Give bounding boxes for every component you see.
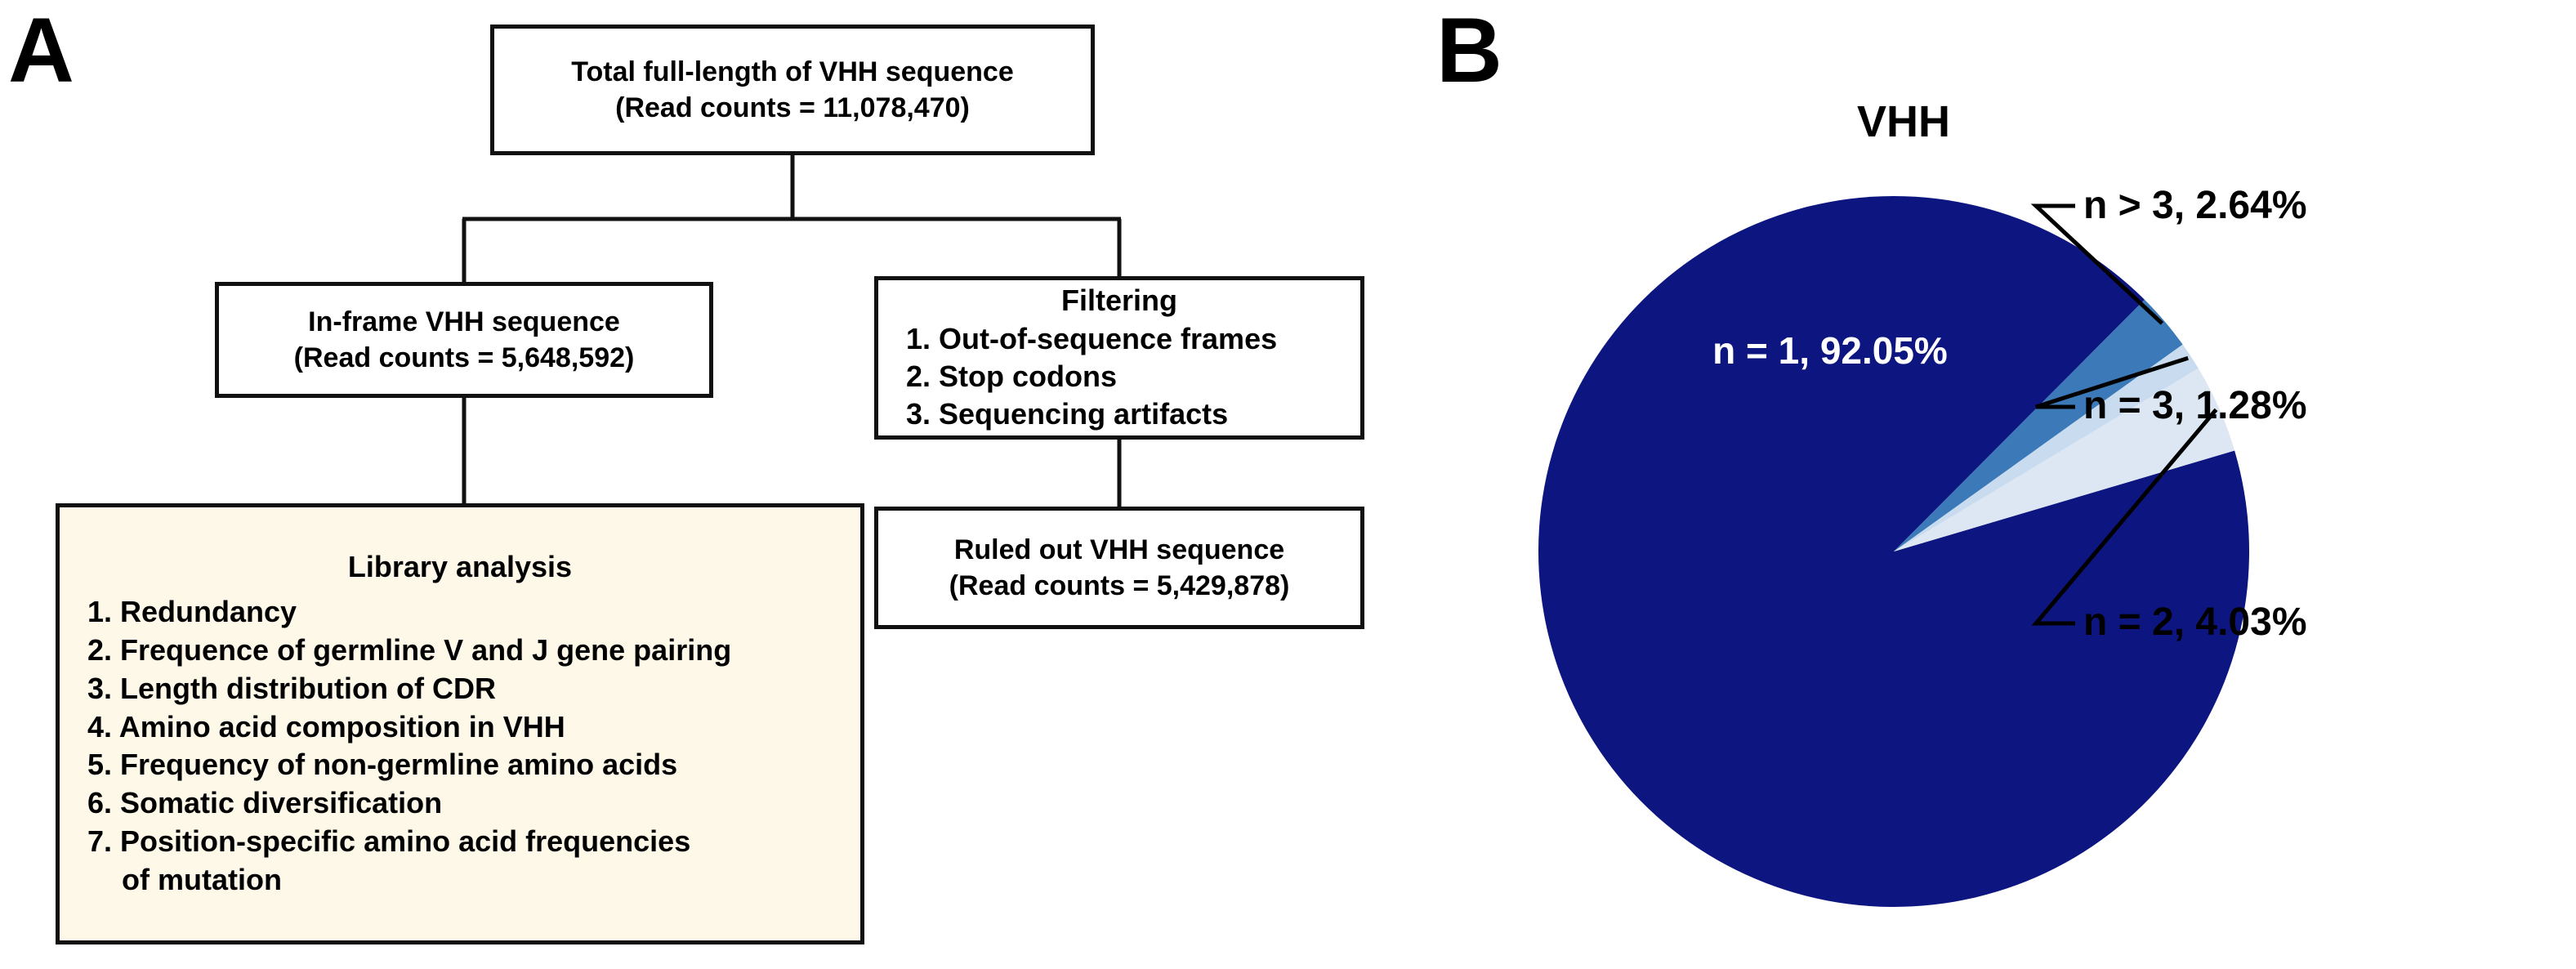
pie-label-n1: n = 1, 92.05% [1712, 329, 1948, 372]
filtering-title: Filtering [1061, 284, 1177, 318]
pie-leader-lines [2030, 203, 2218, 626]
list-item: 7. Position-specific amino acid frequenc… [87, 824, 691, 858]
list-item: 3. Sequencing artifacts [906, 397, 1229, 431]
pie-label-n2: n = 2, 4.03% [2083, 601, 2307, 644]
pie-slice [1894, 299, 2183, 551]
pie-slices [1538, 196, 2249, 907]
list-item-continuation-text: of mutation [122, 862, 282, 896]
box-ruled-line2: (Read counts = 5,429,878) [949, 570, 1290, 601]
box-total-fulllength: Total full-length of VHH sequence (Read … [490, 25, 1095, 155]
pie-label-n3: n = 3, 1.28% [2083, 384, 2307, 427]
box-ruled-line1: Ruled out VHH sequence [953, 534, 1285, 565]
list-item: 2. Stop codons [906, 359, 1118, 394]
box-total-line2: (Read counts = 11,078,470) [615, 92, 970, 123]
list-item-continuation: of mutation [87, 861, 860, 900]
panel-b-label: B [1436, 0, 1502, 101]
library-analysis-list: 1. Redundancy 2. Frequence of germline V… [60, 593, 860, 899]
box-ruled-out-sequence: Ruled out VHH sequence (Read counts = 5,… [874, 507, 1364, 629]
pie-leader-line [2031, 408, 2218, 626]
panel-a-label: A [8, 0, 74, 101]
pie-leader-line [2035, 355, 2189, 409]
pie-leader-line [2030, 203, 2164, 325]
list-item: 1. Out-of-sequence frames [906, 322, 1278, 356]
library-analysis-title: Library analysis [347, 550, 573, 584]
box-filtering: Filtering 1. Out-of-sequence frames 2. S… [874, 276, 1364, 440]
box-inframe-line2: (Read counts = 5,648,592) [293, 342, 635, 373]
pie-label-ngt3: n > 3, 2.64% [2083, 184, 2307, 227]
pie-slice [1894, 368, 2235, 551]
pie-slice [1894, 344, 2199, 551]
list-item: 6. Somatic diversification [87, 786, 443, 820]
box-library-analysis: Library analysis 1. Redundancy 2. Freque… [56, 503, 864, 944]
chart-title: VHH [1856, 97, 1950, 146]
list-item: 5. Frequency of non-germline amino acids [87, 748, 678, 782]
list-item: 3. Length distribution of CDR [87, 671, 496, 705]
filtering-list: 1. Out-of-sequence frames 2. Stop codons… [878, 320, 1360, 433]
box-inframe-line1: In-frame VHH sequence [308, 306, 620, 337]
vhh-pie-chart: n = 1, 92.05% n > 3, 2.64% n = 3, 1.28% … [1538, 184, 2307, 907]
list-item: 4. Amino acid composition in VHH [87, 709, 565, 743]
box-inframe-sequence: In-frame VHH sequence (Read counts = 5,6… [215, 282, 713, 398]
box-total-line1: Total full-length of VHH sequence [571, 56, 1014, 87]
list-item: 2. Frequence of germline V and J gene pa… [87, 633, 732, 667]
list-item: 1. Redundancy [87, 595, 297, 629]
